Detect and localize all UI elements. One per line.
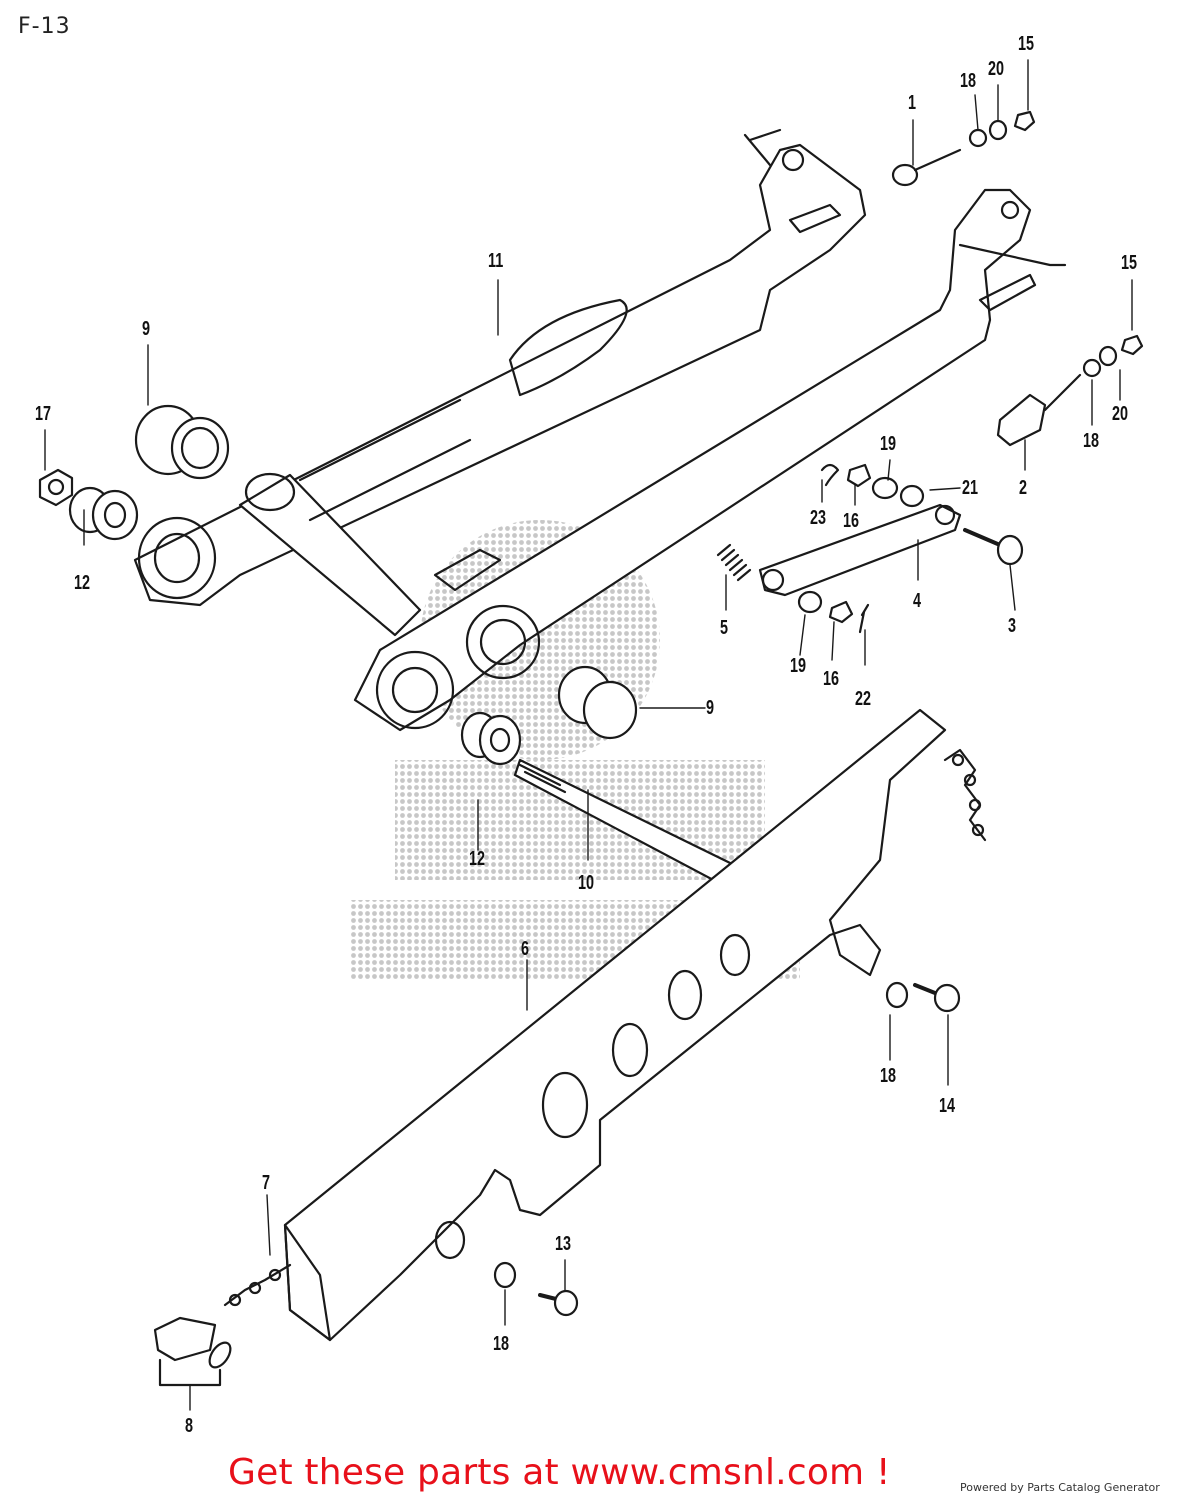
callout-22[interactable]: 22 bbox=[855, 688, 872, 710]
bearing-lower bbox=[460, 711, 522, 766]
callout-20-right[interactable]: 20 bbox=[1112, 403, 1129, 425]
washer-18-right bbox=[1082, 358, 1102, 378]
callout-1[interactable]: 1 bbox=[908, 92, 917, 114]
callout-18-lower[interactable]: 18 bbox=[493, 1333, 510, 1355]
nut-16-upper bbox=[846, 463, 872, 488]
callout-3[interactable]: 3 bbox=[1008, 615, 1017, 637]
callout-18-case[interactable]: 18 bbox=[880, 1065, 897, 1087]
washer-18-case bbox=[885, 981, 909, 1009]
bolt-13 bbox=[538, 1289, 579, 1317]
callout-10[interactable]: 10 bbox=[578, 872, 595, 894]
nut-17 bbox=[38, 468, 74, 507]
washer-21 bbox=[899, 484, 925, 508]
callout-21[interactable]: 21 bbox=[962, 477, 979, 499]
page-code: F-13 bbox=[18, 14, 71, 39]
adjuster-plate-2 bbox=[996, 373, 1082, 447]
adjuster-bolt-1 bbox=[891, 148, 962, 187]
callout-6[interactable]: 6 bbox=[521, 938, 530, 960]
nut-16-lower bbox=[828, 600, 854, 624]
callout-18-right[interactable]: 18 bbox=[1083, 430, 1100, 452]
callout-8[interactable]: 8 bbox=[185, 1415, 194, 1437]
pivot-bushing-lower bbox=[557, 665, 638, 740]
callout-5[interactable]: 5 bbox=[720, 617, 729, 639]
pin-22 bbox=[858, 603, 870, 634]
chain-case bbox=[283, 708, 947, 1342]
callout-13[interactable]: 13 bbox=[555, 1233, 572, 1255]
callout-2[interactable]: 2 bbox=[1019, 477, 1028, 499]
callout-9-upper[interactable]: 9 bbox=[142, 318, 151, 340]
callout-16-lower[interactable]: 16 bbox=[823, 668, 840, 690]
washer-20-top bbox=[988, 119, 1008, 141]
callout-16-upper[interactable]: 16 bbox=[843, 510, 860, 532]
buy-parts-link[interactable]: Get these parts at www.cmsnl.com ! bbox=[228, 1452, 891, 1493]
cotter-23 bbox=[820, 463, 840, 487]
swing-arm-cross-tube bbox=[238, 398, 472, 637]
leader-lines bbox=[44, 59, 1133, 1411]
washer-18-top bbox=[968, 128, 988, 148]
callout-7[interactable]: 7 bbox=[262, 1172, 271, 1194]
callout-15-top[interactable]: 15 bbox=[1018, 33, 1035, 55]
chain-master-link bbox=[153, 1316, 232, 1387]
bearing-left bbox=[68, 486, 139, 541]
washer-20-right bbox=[1098, 345, 1118, 367]
callout-20-top[interactable]: 20 bbox=[988, 58, 1005, 80]
callout-18-top[interactable]: 18 bbox=[960, 70, 977, 92]
drive-chain-lower bbox=[223, 1263, 292, 1307]
bolt-14 bbox=[913, 983, 961, 1013]
brake-torque-link bbox=[758, 503, 962, 597]
callout-17[interactable]: 17 bbox=[35, 403, 52, 425]
callout-14[interactable]: 14 bbox=[939, 1095, 956, 1117]
washer-19-lower bbox=[797, 590, 823, 614]
powered-by-text: Powered by Parts Catalog Generator bbox=[960, 1481, 1160, 1494]
callout-11[interactable]: 11 bbox=[488, 250, 504, 272]
callout-9-lower[interactable]: 9 bbox=[706, 697, 715, 719]
callout-4[interactable]: 4 bbox=[913, 590, 922, 612]
drive-chain-upper bbox=[943, 748, 987, 842]
bolt-3 bbox=[963, 528, 1024, 566]
callout-23[interactable]: 23 bbox=[810, 507, 827, 529]
spring bbox=[716, 543, 752, 582]
callout-12-lower[interactable]: 12 bbox=[469, 848, 486, 870]
nut-15-right bbox=[1120, 334, 1144, 356]
swing-arm-left-rail bbox=[133, 128, 867, 607]
nut-15-top bbox=[1013, 110, 1036, 132]
pivot-bushing-upper bbox=[134, 404, 230, 480]
callout-12-left[interactable]: 12 bbox=[74, 572, 91, 594]
callout-19-lower[interactable]: 19 bbox=[790, 655, 807, 677]
swing-arm-right-rail bbox=[353, 188, 1067, 732]
washer-18-lower bbox=[493, 1261, 517, 1289]
callout-19-upper[interactable]: 19 bbox=[880, 433, 897, 455]
callout-15-right[interactable]: 15 bbox=[1121, 252, 1138, 274]
washer-19-upper bbox=[871, 476, 899, 500]
